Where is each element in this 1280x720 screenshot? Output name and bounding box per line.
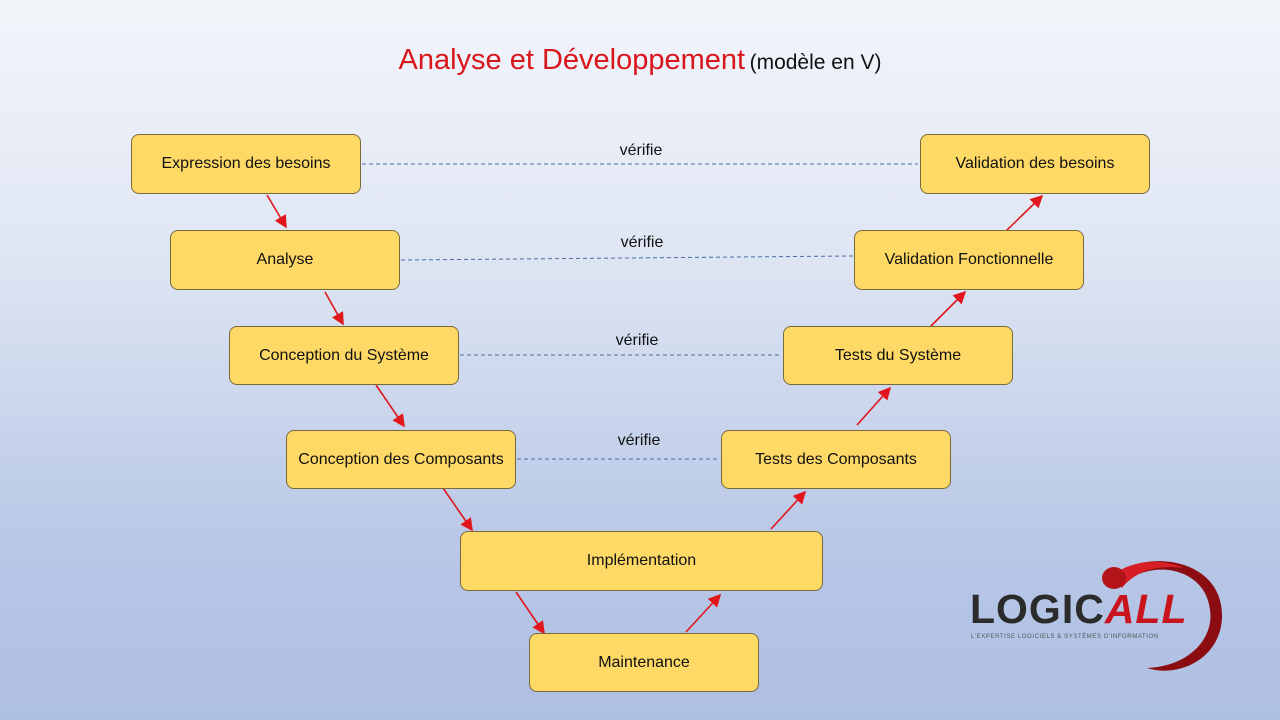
verify-line-2 xyxy=(400,255,854,261)
arrow-up-2 xyxy=(770,490,807,530)
verifie-label-4: vérifie xyxy=(617,432,661,449)
box-analyse: Analyse xyxy=(170,230,400,290)
arrow-down-5 xyxy=(515,591,545,635)
title-subtitle: (modèle en V) xyxy=(749,51,882,74)
logo-swoosh-icon xyxy=(1102,561,1223,671)
box-implementation: Implémentation xyxy=(460,531,823,591)
logo-wordmark: LOGICALL xyxy=(970,586,1188,633)
arrow-down-1 xyxy=(266,194,287,229)
box-conception-composants: Conception des Composants xyxy=(286,430,516,489)
logo-text-dark: LOGIC xyxy=(970,586,1105,632)
logicall-logo: LOGICALL L'EXPERTISE LOGICIELS & SYSTÈME… xyxy=(962,548,1232,678)
box-maintenance: Maintenance xyxy=(529,633,759,692)
arrow-down-2 xyxy=(324,291,344,326)
box-conception-systeme: Conception du Système xyxy=(229,326,459,385)
box-tests-systeme: Tests du Système xyxy=(783,326,1013,385)
arrow-up-5 xyxy=(1005,194,1044,232)
box-validation-fonctionnelle: Validation Fonctionnelle xyxy=(854,230,1084,290)
verifie-label-1: vérifie xyxy=(619,142,663,159)
arrow-up-1 xyxy=(685,593,722,633)
arrow-up-3 xyxy=(856,386,892,426)
arrow-up-4 xyxy=(929,290,967,328)
arrow-down-3 xyxy=(375,384,405,428)
logo-text-red: ALL xyxy=(1104,586,1188,632)
verifie-label-3: vérifie xyxy=(615,332,659,349)
logo-tagline: L'EXPERTISE LOGICIELS & SYSTÈMES D'INFOR… xyxy=(971,634,1159,640)
box-expression-besoins: Expression des besoins xyxy=(131,134,361,194)
box-validation-besoins: Validation des besoins xyxy=(920,134,1150,194)
box-tests-composants: Tests des Composants xyxy=(721,430,951,489)
title-main: Analyse et Développement xyxy=(398,44,746,76)
verifie-label-2: vérifie xyxy=(620,234,664,251)
diagram-title: Analyse et Développement (modèle en V) xyxy=(0,44,1280,77)
arrow-down-4 xyxy=(442,487,473,532)
